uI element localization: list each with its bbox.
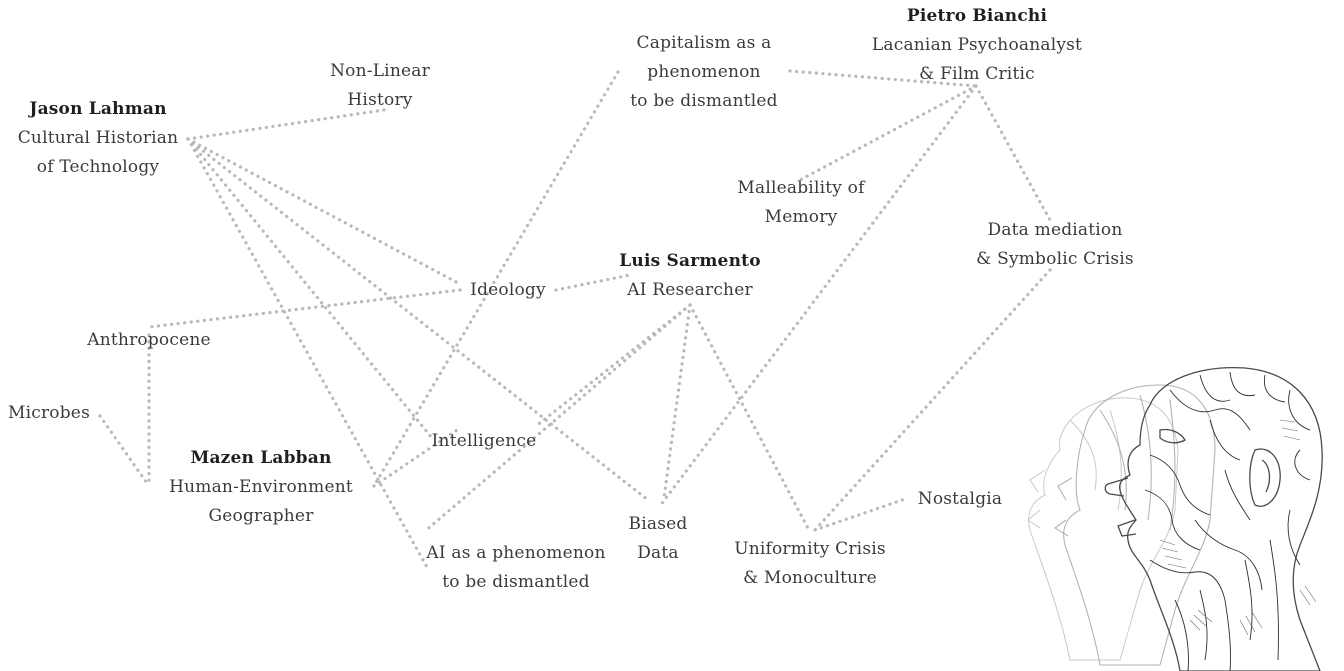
concept-label: & Monoculture (743, 568, 877, 588)
concept-label: to be dismantled (442, 572, 590, 592)
concept-label: Nostalgia (917, 489, 1003, 509)
concept-label: phenomenon (647, 62, 761, 82)
edge-ideology-luis (554, 273, 632, 292)
concept-label: Memory (764, 207, 838, 227)
node-uniformity-crisis: Uniformity Crisis & Monoculture (734, 535, 886, 593)
edge-luis-uniformity (688, 303, 812, 534)
edge-jason-aiphen (186, 137, 430, 571)
node-capitalism: Capitalism as a phenomenon to be dismant… (630, 29, 777, 116)
person-name: Pietro Bianchi (906, 6, 1048, 26)
edge-luis-aiphen (422, 303, 692, 534)
concept-label: AI as a phenomenon (426, 543, 606, 563)
main-head (1104, 366, 1323, 671)
concept-label: Anthropocene (87, 330, 211, 350)
concept-label: Microbes (8, 403, 90, 423)
edge-luis-intelligence (534, 303, 692, 428)
person-role: Geographer (208, 506, 314, 526)
person-role: & Film Critic (919, 64, 1035, 84)
node-anthropocene: Anthropocene (87, 326, 210, 355)
concept-label: Ideology (470, 280, 546, 300)
person-role: Human-Environment (169, 477, 353, 497)
edge-datamediation-uniformity (813, 268, 1052, 532)
node-pietro-bianchi: Pietro Bianchi Lacanian Psychoanalyst & … (872, 2, 1082, 89)
edges-group (98, 69, 1052, 571)
node-data-mediation: Data mediation & Symbolic Crisis (976, 216, 1134, 274)
concept-label: Data mediation (987, 220, 1123, 240)
edge-ideology-anthropocene (147, 288, 462, 329)
node-microbes: Microbes (8, 399, 90, 428)
edge-pietro-datamediation (974, 84, 1052, 222)
edge-mazen-ideology (372, 426, 462, 488)
node-ai-phenomenon: AI as a phenomenon to be dismantled (426, 539, 605, 597)
concept-label: Uniformity Crisis (734, 539, 886, 559)
person-name: Mazen Labban (190, 448, 332, 468)
node-intelligence: Intelligence (432, 427, 537, 456)
node-ideology: Ideology (470, 276, 546, 305)
concept-label: Capitalism as a (636, 33, 772, 53)
concept-label: Biased (628, 514, 688, 534)
edge-capitalism-pietro (788, 69, 978, 88)
edge-jason-biased (186, 137, 650, 502)
concept-label: to be dismantled (630, 91, 778, 111)
ghost-head-mid (1054, 384, 1216, 666)
concept-label: Malleability of (737, 178, 865, 198)
concept-label: History (347, 90, 413, 110)
concept-label: Intelligence (431, 431, 537, 451)
edge-capitalism-mazen (372, 70, 620, 488)
person-role: Lacanian Psychoanalyst (871, 35, 1083, 55)
concept-label: & Symbolic Crisis (976, 249, 1134, 269)
concept-label: Non-Linear (330, 61, 430, 81)
edge-microbes-mazen (98, 414, 151, 488)
edge-pietro-malleability (798, 84, 978, 182)
edge-jason-ideology (186, 137, 462, 286)
node-jason-lahman: Jason Lahman Cultural Historian of Techn… (18, 95, 179, 182)
node-non-linear-history: Non-Linear History (330, 57, 430, 115)
node-luis-sarmento: Luis Sarmento AI Researcher (619, 247, 760, 305)
edge-jason-nonlinear (186, 108, 386, 141)
hatching (1159, 419, 1317, 636)
person-name: Jason Lahman (29, 99, 167, 119)
person-role: AI Researcher (627, 280, 753, 300)
node-malleability-of-memory: Malleability of Memory (737, 174, 864, 232)
person-role: of Technology (36, 157, 160, 177)
edge-luis-biased (662, 303, 692, 500)
node-nostalgia: Nostalgia (918, 485, 1003, 514)
edge-jason-intelligence (186, 137, 434, 440)
concept-label: Data (637, 543, 679, 563)
vessel-network (1144, 371, 1311, 671)
node-biased-data: Biased Data (629, 510, 688, 568)
person-role: Cultural Historian (17, 128, 179, 148)
edge-pietro-biased (658, 84, 978, 508)
ghost-head-back (1027, 397, 1179, 661)
person-name: Luis Sarmento (619, 251, 761, 271)
anatomical-head-illustration (1027, 366, 1323, 671)
node-mazen-labban: Mazen Labban Human-Environment Geographe… (169, 444, 353, 531)
